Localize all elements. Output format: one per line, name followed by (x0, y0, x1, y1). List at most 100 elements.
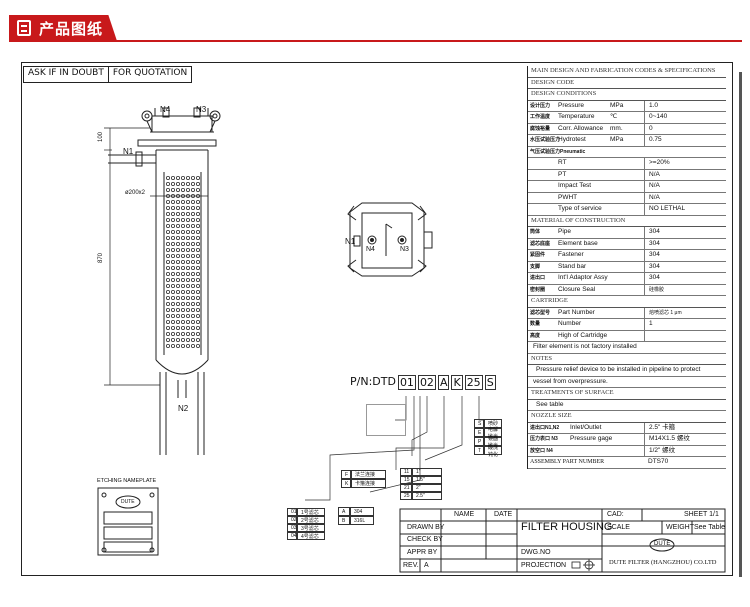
seal-desc-2: 3号滤芯 (297, 524, 325, 532)
perforation-dot (185, 307, 190, 312)
conn-desc-1: 卡箍连接 (351, 479, 386, 488)
surface-code-3: T (474, 446, 484, 455)
perforation-dot (195, 325, 200, 330)
perforation-dot (165, 187, 170, 192)
conn-code-0: F (341, 470, 351, 479)
perforation-dot (190, 301, 195, 306)
perforation-dot (185, 253, 190, 258)
perforation-dot (180, 313, 185, 318)
perforation-dot (190, 313, 195, 318)
material-zh: 紧固件 (530, 252, 546, 258)
material-zh: 筒体 (530, 229, 541, 235)
material-en: Fastener (558, 251, 584, 258)
perforation-dot (165, 289, 170, 294)
perforation-dot (165, 259, 170, 264)
scrollbar[interactable] (739, 72, 742, 577)
perforation-dot (175, 331, 180, 336)
cartridge-value: 1 (644, 319, 653, 330)
perforation-dot (175, 337, 180, 342)
perforation-dot (190, 271, 195, 276)
perforation-dot (165, 235, 170, 240)
material-desc-1: 316L (350, 516, 374, 525)
perforation-dot (175, 295, 180, 300)
material-zh: 进出口 (530, 275, 546, 281)
perforation-dot (170, 337, 175, 342)
surface-desc-3: 酸洗钝化 (484, 445, 502, 458)
material-en: Stand bar (558, 262, 587, 270)
perforation-dot (175, 199, 180, 204)
nozzle-en: Inlet/Outlet (570, 423, 602, 431)
page-header: 产品图纸 (0, 0, 750, 48)
perforation-dot (190, 175, 195, 180)
perforation-dot (190, 187, 195, 192)
tb-weight-value: See Table (694, 524, 726, 531)
perforation-dot (180, 211, 185, 216)
header-title: 产品图纸 (39, 20, 104, 38)
perforation-dot (180, 241, 185, 246)
perforation-dot (175, 235, 180, 240)
seal-code-0: 01 (287, 508, 297, 516)
perforation-dot (180, 199, 185, 204)
perforation-dot (180, 277, 185, 282)
perforation-dot (190, 259, 195, 264)
perforation-dot (165, 295, 170, 300)
dim-diameter-label: ø200x2 (125, 190, 146, 196)
perforation-dot (175, 343, 180, 348)
perforation-dot (170, 199, 175, 204)
assembly-value: DTS70 (648, 458, 669, 465)
seal-code-2: 03 (287, 524, 297, 532)
material-value: 304 (644, 227, 660, 238)
perforation-dot (170, 247, 175, 252)
perforation-dot (190, 211, 195, 216)
perforation-dot (195, 271, 200, 276)
seal-desc-1: 2号滤芯 (297, 516, 325, 524)
tb-rev-label: REV. (403, 562, 419, 569)
perforation-dot (180, 253, 185, 258)
insp-name: PWHT (558, 193, 578, 201)
perforation-dot (190, 253, 195, 258)
seal-code-3: 04 (287, 532, 297, 540)
perforation-dot (170, 301, 175, 306)
cartridge-value (644, 330, 649, 341)
dim-870-label: 870 (98, 252, 105, 264)
material-value: 304 (644, 250, 660, 261)
ask-label: ASK IF IN DOUBT (23, 67, 108, 82)
quotation-label: FOR QUOTATION (107, 67, 191, 82)
tb-name-header: NAME (454, 511, 475, 518)
perforation-dot (190, 217, 195, 222)
perforation-dot (195, 211, 200, 216)
perforation-dot (165, 181, 170, 186)
material-desc-0: 304 (350, 507, 374, 516)
perforation-dot (195, 331, 200, 336)
size-code-3: 25 (400, 492, 412, 500)
perforation-dot (185, 271, 190, 276)
conn-desc-0: 法兰连接 (351, 470, 386, 479)
perforation-dot (195, 313, 200, 318)
perforation-dot (170, 253, 175, 258)
insp-value: N/A (644, 169, 660, 180)
perforation-dot (175, 193, 180, 198)
ask-quotation-box: ASK IF IN DOUBT FOR QUOTATION (23, 66, 193, 83)
nozzle-n2-label: N2 (178, 404, 189, 413)
spec-value: 0 (644, 123, 653, 134)
surface-desc-1: 电解抛光 (484, 427, 502, 440)
perforation-dot (180, 271, 185, 276)
perforation-dot (170, 193, 175, 198)
header-tab: 产品图纸 (9, 15, 117, 41)
perforation-dot (190, 247, 195, 252)
perforation-dot (190, 235, 195, 240)
spec-en: Pressure (558, 101, 585, 109)
perforation-dot (185, 199, 190, 204)
perforation-dot (170, 289, 175, 294)
dim-100-label: 100 (98, 131, 105, 143)
nozzle-zh: 放空口 N4 (530, 447, 553, 454)
perforation-dot (185, 211, 190, 216)
etching-nameplate (97, 487, 159, 556)
perforation-dot (165, 211, 170, 216)
title-block-lines (399, 508, 726, 573)
